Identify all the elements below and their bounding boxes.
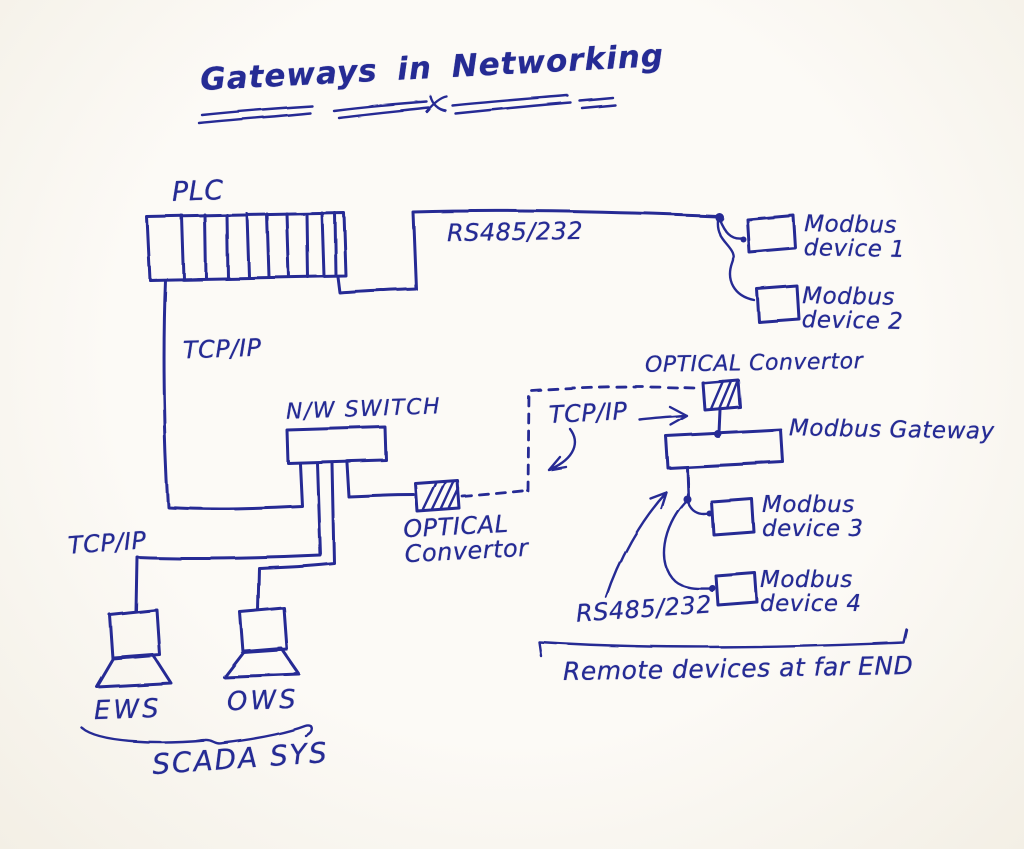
- drop-to-device2: [715, 218, 756, 302]
- modbus-gateway-label: Modbus Gateway: [788, 415, 995, 445]
- fiber-dashed-line: [461, 385, 696, 499]
- title-underline: [197, 94, 617, 125]
- title-flourish-icon: [425, 95, 449, 114]
- plc-to-switch-line: [162, 278, 304, 511]
- tcpip-right-arrow: [638, 405, 689, 427]
- modbus-device-1-line2: device 1: [803, 235, 906, 264]
- scada-group-brace: [80, 724, 314, 745]
- modbus-device-3-label: Modbus device 3: [762, 493, 864, 542]
- rs485-top-label: RS485/232: [446, 216, 584, 248]
- tcpip-ews-label: TCP/IP: [67, 526, 148, 560]
- device1-tap-dot: [740, 236, 746, 242]
- nw-switch-label: N/W SWITCH: [285, 394, 442, 425]
- plc-slot-lines: [180, 211, 338, 281]
- modbus-device-2-box: [755, 284, 801, 324]
- ows-label: OWS: [226, 684, 300, 718]
- modbus-device-4-line2: device 4: [760, 591, 862, 618]
- ows-monitor-base: [222, 646, 301, 679]
- remote-group-bracket: [537, 627, 908, 658]
- modbus-device-4-label: Modbus device 4: [760, 568, 862, 617]
- modbus-device-4-box: [714, 571, 759, 607]
- optical-convertor-2-box: [701, 378, 742, 412]
- ews-monitor-base: [95, 653, 173, 689]
- device4-tap-dot: [708, 584, 716, 592]
- modbus-gateway-box: [664, 428, 785, 470]
- switch-to-optical-line: [345, 461, 416, 499]
- drop-to-device3: [685, 498, 711, 516]
- plc-label: PLC: [171, 175, 225, 208]
- modbus-device-1-line1: Modbus: [803, 211, 898, 239]
- ows-monitor-screen: [238, 606, 289, 654]
- optical-convertor-2-label: OPTICAL Convertor: [644, 349, 864, 378]
- switch-to-ews-line: [134, 461, 322, 613]
- optical-convertor-1-label: OPTICAL Convertor: [403, 510, 530, 569]
- modbus-device-3-line2: device 3: [762, 516, 864, 543]
- nw-switch-box: [285, 425, 388, 465]
- gateway-serial-line: [685, 466, 690, 498]
- plc-box: [145, 211, 348, 282]
- ews-monitor-screen: [108, 608, 162, 661]
- tcpip-curved-arrow: [547, 427, 576, 472]
- rs485-pointer-arrow: [604, 490, 668, 599]
- modbus-device-2-label: Modbus device 2: [801, 283, 904, 336]
- optical-convertor-2-hatch: [709, 379, 739, 411]
- drop-to-device1: [717, 217, 743, 240]
- optical-convertor-1-hatch: [422, 481, 461, 512]
- tcpip-fiber-label: TCP/IP: [548, 396, 629, 430]
- switch-to-ows-line: [256, 461, 336, 612]
- drop-to-device4: [662, 500, 713, 590]
- modbus-device-4-line1: Modbus: [760, 567, 853, 593]
- remote-group-label: Remote devices at far END: [562, 650, 914, 687]
- tcpip-plc-label: TCP/IP: [182, 333, 262, 365]
- optical-convertor-1-box: [414, 479, 462, 514]
- modbus-device-3-box: [710, 497, 756, 537]
- plc-serial-bus-line: [336, 209, 719, 295]
- modbus-device-1-box: [745, 213, 797, 254]
- ews-label: EWS: [93, 693, 163, 727]
- modbus-device-1-label: Modbus device 1: [803, 211, 906, 264]
- modbus-device-3-line1: Modbus: [762, 492, 855, 518]
- optical-to-gateway-line: [717, 408, 722, 435]
- modbus-device-2-line2: device 2: [801, 307, 904, 336]
- modbus-device-2-line1: Modbus: [801, 283, 896, 311]
